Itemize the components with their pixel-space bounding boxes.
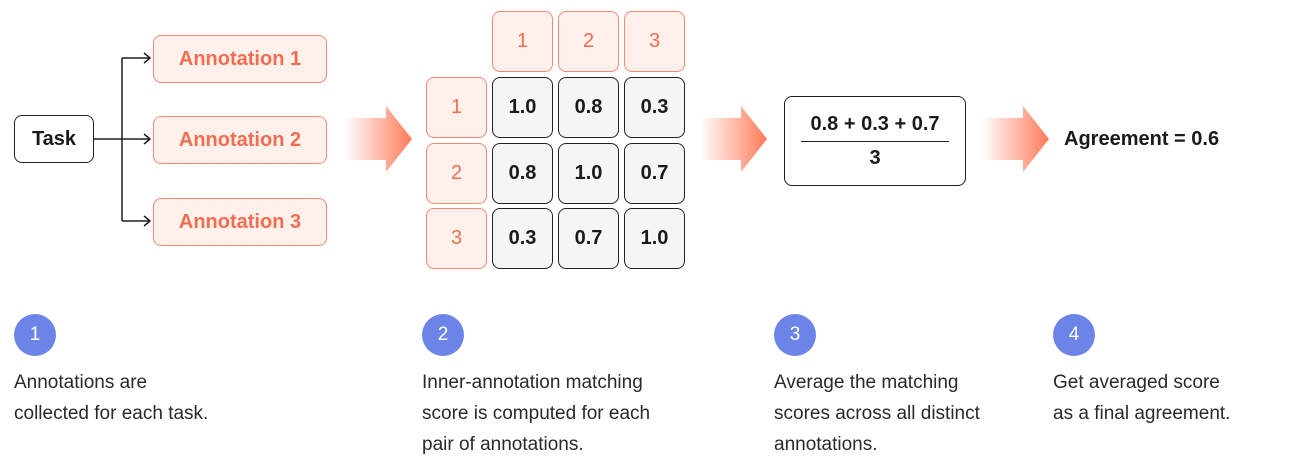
matrix-cell-2-1: 0.8	[492, 143, 553, 204]
step-4-badge: 4	[1053, 314, 1095, 356]
matrix-cell-3-2: 0.7	[558, 208, 619, 269]
step-4-description: Get averaged score as a final agreement.	[1053, 372, 1231, 424]
matrix-col-header-2: 2	[558, 11, 619, 72]
annotation-2-box: Annotation 2	[153, 116, 327, 164]
annotation-3-box: Annotation 3	[153, 198, 327, 246]
average-formula-box: 0.8 + 0.3 + 0.7 3	[784, 96, 966, 186]
matrix-cell-1-2: 0.8	[558, 77, 619, 138]
matrix-cell-3-3: 1.0	[624, 208, 685, 269]
matrix-row-header-3: 3	[426, 208, 487, 269]
matrix-row-header-2: 2	[426, 143, 487, 204]
matrix-cell-2-3: 0.7	[624, 143, 685, 204]
step-1-description: Annotations are collected for each task.	[14, 372, 209, 424]
flow-arrow-3	[982, 106, 1049, 172]
formula-numerator: 0.8 + 0.3 + 0.7	[810, 112, 940, 135]
flow-arrow-1	[345, 106, 412, 172]
matrix-row-header-1: 1	[426, 77, 487, 138]
agreement-result: Agreement = 0.6	[1064, 128, 1220, 150]
fraction-line	[801, 140, 949, 143]
formula-denominator: 3	[869, 147, 881, 170]
matrix-col-header-1: 1	[492, 11, 553, 72]
task-connector-lines	[94, 52, 152, 227]
annotation-1-box: Annotation 1	[153, 35, 327, 83]
step-1-badge: 1	[14, 314, 56, 356]
matrix-cell-1-3: 0.3	[624, 77, 685, 138]
task-box: Task	[14, 115, 94, 163]
matrix-cell-3-1: 0.3	[492, 208, 553, 269]
step-3-description: Average the matching scores across all d…	[774, 372, 980, 455]
step-3-badge: 3	[774, 314, 816, 356]
flow-arrow-2	[700, 106, 767, 172]
step-2-badge: 2	[422, 314, 464, 356]
matrix-cell-1-1: 1.0	[492, 77, 553, 138]
matrix-col-header-3: 3	[624, 11, 685, 72]
step-2-description: Inner-annotation matching score is compu…	[422, 372, 651, 455]
matrix-cell-2-2: 1.0	[558, 143, 619, 204]
